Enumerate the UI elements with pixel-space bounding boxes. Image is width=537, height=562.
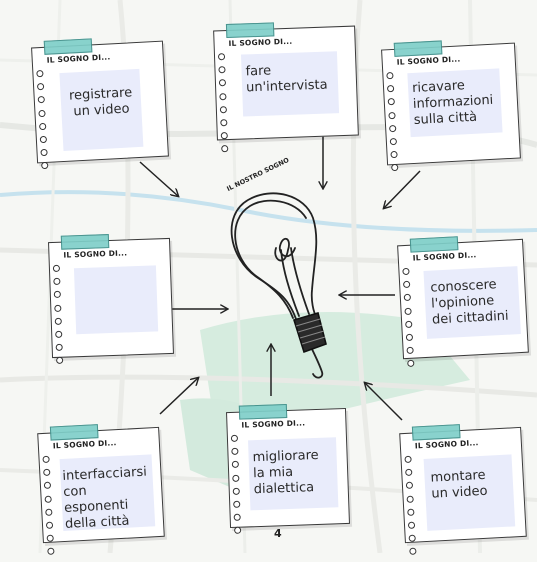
- dream-text-box: [73, 265, 159, 335]
- card-title: IL SOGNO DI...: [412, 250, 477, 263]
- tape-icon: [43, 38, 93, 55]
- tape-icon: [238, 404, 288, 420]
- card-title: IL SOGNO DI...: [228, 36, 293, 48]
- card-title: IL SOGNO DI...: [63, 248, 128, 260]
- arrow-icon: [139, 161, 178, 196]
- card-title: IL SOGNO DI...: [241, 418, 306, 430]
- dream-text-box: interfacciarsi con esponenti della città: [59, 454, 156, 532]
- dream-card-bottom-right: IL SOGNO DI... montare un video: [399, 424, 527, 556]
- dream-text-box: montare un video: [423, 454, 516, 531]
- card-title: IL SOGNO DI...: [46, 52, 111, 65]
- arrow-icon: [159, 378, 198, 415]
- dream-card-middle-left: IL SOGNO DI...: [48, 234, 174, 365]
- tape-icon: [225, 22, 275, 39]
- spiral-ring-icon: [386, 71, 400, 178]
- spiral-ring-icon: [230, 434, 243, 541]
- dream-card-middle-right: IL SOGNO DI... conoscere l'opinione dei …: [397, 236, 529, 368]
- tape-icon: [60, 234, 110, 250]
- dream-text-box: registrare un video: [59, 68, 144, 151]
- arrow-icon: [384, 170, 421, 208]
- card-title: IL SOGNO DI...: [396, 54, 461, 67]
- dream-text-box: fare un'intervista: [240, 51, 340, 117]
- page-number: 4: [274, 527, 282, 540]
- tape-icon: [49, 424, 99, 441]
- dream-text-box: migliorare la mia dialettica: [248, 437, 339, 511]
- dream-text-box: conoscere l'opinione dei cittadini: [423, 266, 521, 339]
- tape-icon: [409, 236, 459, 253]
- card-title: IL SOGNO DI...: [52, 438, 117, 451]
- spiral-ring-icon: [402, 267, 416, 374]
- card-title: IL SOGNO DI...: [414, 438, 479, 451]
- spiral-ring-icon: [36, 69, 50, 176]
- dream-card-bottom-left: IL SOGNO DI... interfacciarsi con espone…: [37, 424, 165, 556]
- dream-card-top-left: IL SOGNO DI... registrare un video: [31, 38, 169, 170]
- tape-icon: [411, 424, 461, 441]
- dream-card-top-center: IL SOGNO DI... fare un'intervista: [213, 22, 359, 153]
- arrow-icon: [365, 383, 403, 421]
- dream-card-top-right: IL SOGNO DI... ricavare informazioni sul…: [381, 40, 521, 172]
- spiral-ring-icon: [52, 264, 65, 371]
- tape-icon: [393, 40, 443, 57]
- dream-card-bottom-center: IL SOGNO DI... migliorare la mia dialett…: [226, 404, 350, 535]
- dream-text-box: ricavare informazioni sulla città: [407, 68, 503, 138]
